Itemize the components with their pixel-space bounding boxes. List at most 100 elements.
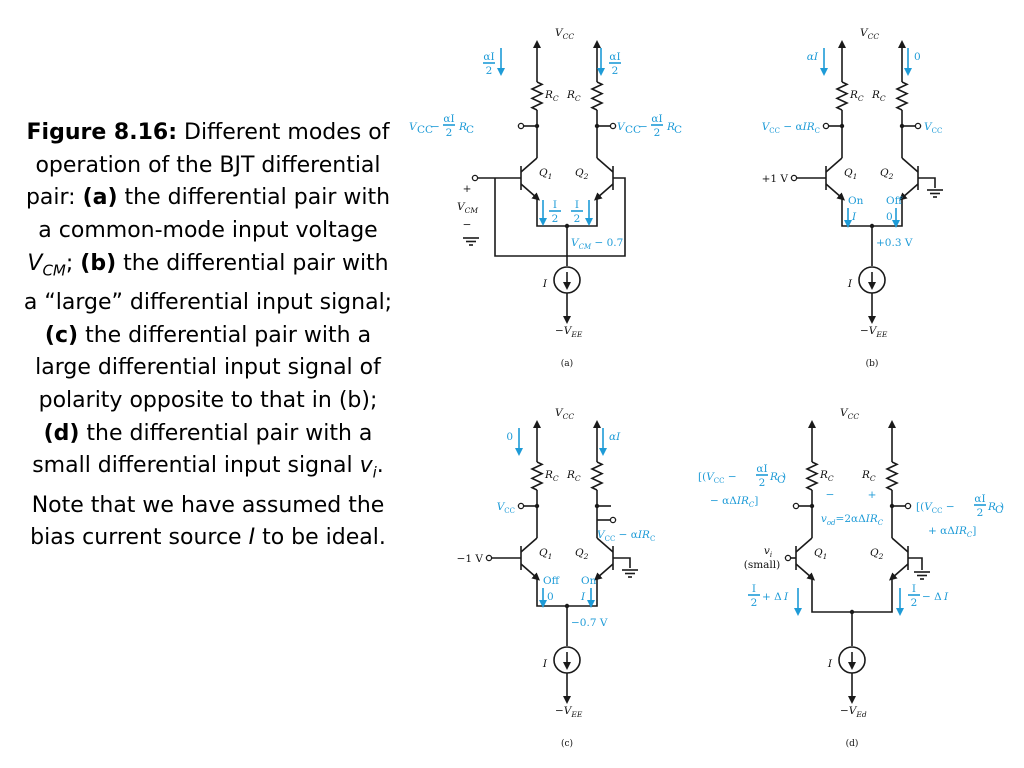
- out-left-sub: CC: [417, 124, 433, 136]
- current-source-label: I: [827, 658, 833, 670]
- emit-current-left-frac-den: 2: [552, 213, 559, 225]
- rc-left-label: RC: [544, 469, 559, 483]
- rc-right-label: RC: [566, 469, 581, 483]
- vcc-label: VCC: [840, 407, 859, 421]
- q1-emitter: [795, 563, 816, 581]
- vcc-label: VCC: [860, 27, 879, 41]
- rc-right-label: RC: [566, 89, 581, 103]
- out-right-paren: ): [1000, 501, 1004, 513]
- q2-emitter: [593, 183, 614, 201]
- emit-current-right-frac-den: 2: [911, 597, 918, 609]
- emit-current-right-delta: − Δ: [922, 591, 942, 603]
- out-right-rsub: C: [995, 504, 1003, 516]
- base-right-wire: [918, 177, 936, 188]
- top-current-left-num: αI: [483, 51, 494, 63]
- input-terminal: [485, 554, 493, 562]
- junction-dot: [809, 503, 815, 509]
- input-terminal: [471, 174, 479, 182]
- base-tie-wire: [494, 177, 626, 257]
- vee-label: −VEE: [555, 325, 583, 339]
- output-left-terminal: [822, 122, 830, 130]
- q1-emitter: [520, 563, 541, 581]
- out-right-frac-den: 2: [977, 507, 984, 519]
- output-left-terminal: [517, 122, 525, 130]
- out-left-label: V: [409, 121, 418, 133]
- emitter-node-label: VCM − 0.7: [571, 237, 623, 251]
- emit-current-left-frac-den: 2: [751, 597, 758, 609]
- current-source-label: I: [847, 278, 853, 290]
- q2-emitter: [898, 183, 919, 201]
- out-left-minus: −: [431, 121, 440, 133]
- out-right-r: R: [666, 121, 675, 133]
- junction-dot: [889, 503, 895, 509]
- caption-current-source: I: [248, 525, 256, 551]
- emit-current-left-frac-num: I: [752, 583, 756, 595]
- input-plus: +: [463, 183, 472, 195]
- out-left-frac-den: 2: [759, 477, 766, 489]
- input-terminal: [784, 554, 792, 562]
- top-current-left: 0: [506, 431, 513, 443]
- output-right-terminal: [904, 502, 912, 510]
- emit-current-right-frac-den: 2: [574, 213, 581, 225]
- q2-emitter: [593, 563, 614, 581]
- caption-text-8: to be ideal.: [255, 525, 386, 551]
- q2-label: Q2: [575, 547, 589, 561]
- resistor-rc: [885, 461, 899, 491]
- caption-text-1: Different modes of operation of the BJT …: [25, 120, 390, 211]
- panel-tag: (d): [846, 738, 859, 749]
- out-right-sub: CC: [625, 124, 641, 136]
- panel-tag: (b): [866, 358, 879, 369]
- caption-text-7: . Note that we have assumed the bias cur…: [30, 453, 385, 551]
- resistor-rc: [590, 461, 604, 491]
- resistor-rc: [590, 81, 604, 111]
- emit-current-right-frac-num: I: [575, 199, 579, 211]
- top-current-left: αI: [807, 51, 819, 63]
- vod-plus: +: [868, 489, 877, 501]
- caption-tag-b: (b): [80, 250, 117, 276]
- rc-right-label: RC: [871, 89, 886, 103]
- out-right-frac-num: αI: [651, 113, 662, 125]
- emit-current-right-label: 0: [886, 211, 893, 223]
- resistor-rc: [805, 461, 819, 491]
- out-left-frac-num: αI: [443, 113, 454, 125]
- q1-collector: [520, 157, 538, 173]
- input-note: (small): [744, 559, 781, 571]
- out-right-label: V: [617, 121, 626, 133]
- out-right-frac-num: αI: [974, 493, 985, 505]
- emit-current-left-i: I: [783, 591, 789, 603]
- out-left-label-1: [(VCC −: [698, 471, 737, 485]
- q1-collector: [825, 157, 843, 173]
- q2-collector: [891, 537, 909, 553]
- state-left: Off: [543, 575, 561, 587]
- out-left-label: VCC: [497, 501, 515, 515]
- top-current-right-num: αI: [609, 51, 620, 63]
- resistor-rc: [530, 81, 544, 111]
- input-vcm-label: VCM: [457, 201, 478, 215]
- caption-text-3: ;: [65, 250, 81, 276]
- emit-current-left-delta: + Δ: [762, 591, 782, 603]
- resistor-rc: [530, 461, 544, 491]
- output-left-terminal: [792, 502, 800, 510]
- out-left-frac-den: 2: [446, 127, 453, 139]
- top-current-right-den: 2: [612, 65, 619, 77]
- q1-emitter: [520, 183, 541, 201]
- base-right-wire: [908, 557, 923, 570]
- caption-vcm: V: [27, 250, 43, 276]
- caption-tag-c: (c): [44, 322, 79, 348]
- out-right-rsub: C: [674, 124, 682, 136]
- caption-figure-label: Figure 8.16:: [26, 120, 178, 145]
- q1-collector: [520, 537, 538, 553]
- out-left-label-2: − αΔIRC]: [710, 495, 758, 509]
- q1-emitter: [825, 183, 846, 201]
- out-right-label: VCC − αIRC: [597, 529, 655, 543]
- top-current-right: αI: [609, 431, 621, 443]
- q2-label: Q2: [880, 167, 894, 181]
- emit-current-left-frac-num: I: [553, 199, 557, 211]
- q2-label: Q2: [575, 167, 589, 181]
- vod-minus: −: [826, 489, 835, 501]
- panel-tag: (c): [561, 738, 573, 749]
- output-right-terminal: [914, 122, 922, 130]
